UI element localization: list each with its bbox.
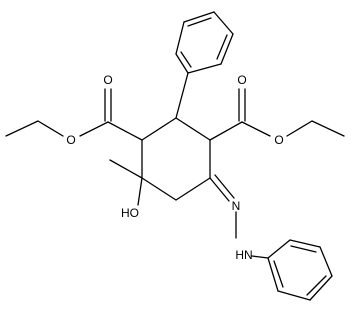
- atom-label-hydroxyl: HO: [121, 206, 139, 220]
- atom-label-imine-n: N: [232, 199, 241, 213]
- atom-label-right-ether-o: O: [274, 133, 283, 147]
- left-ethyl-ester: [5, 88, 143, 141]
- right-ethyl-ester: [209, 88, 345, 141]
- atom-label-left-carbonyl-o: O: [103, 73, 112, 87]
- atom-label-hydrazine-nh: HN: [235, 248, 252, 262]
- atom-label-right-carbonyl-o: O: [237, 73, 246, 87]
- top-phenyl-ring: [175, 11, 234, 119]
- cyclohexane-ring: [141, 117, 211, 201]
- atom-label-left-ether-o: O: [66, 133, 75, 147]
- bottom-phenyl-ring: [267, 239, 333, 301]
- hydrazone-linkage: [209, 174, 269, 259]
- methyl-hydroxyl-substituents: [109, 159, 143, 206]
